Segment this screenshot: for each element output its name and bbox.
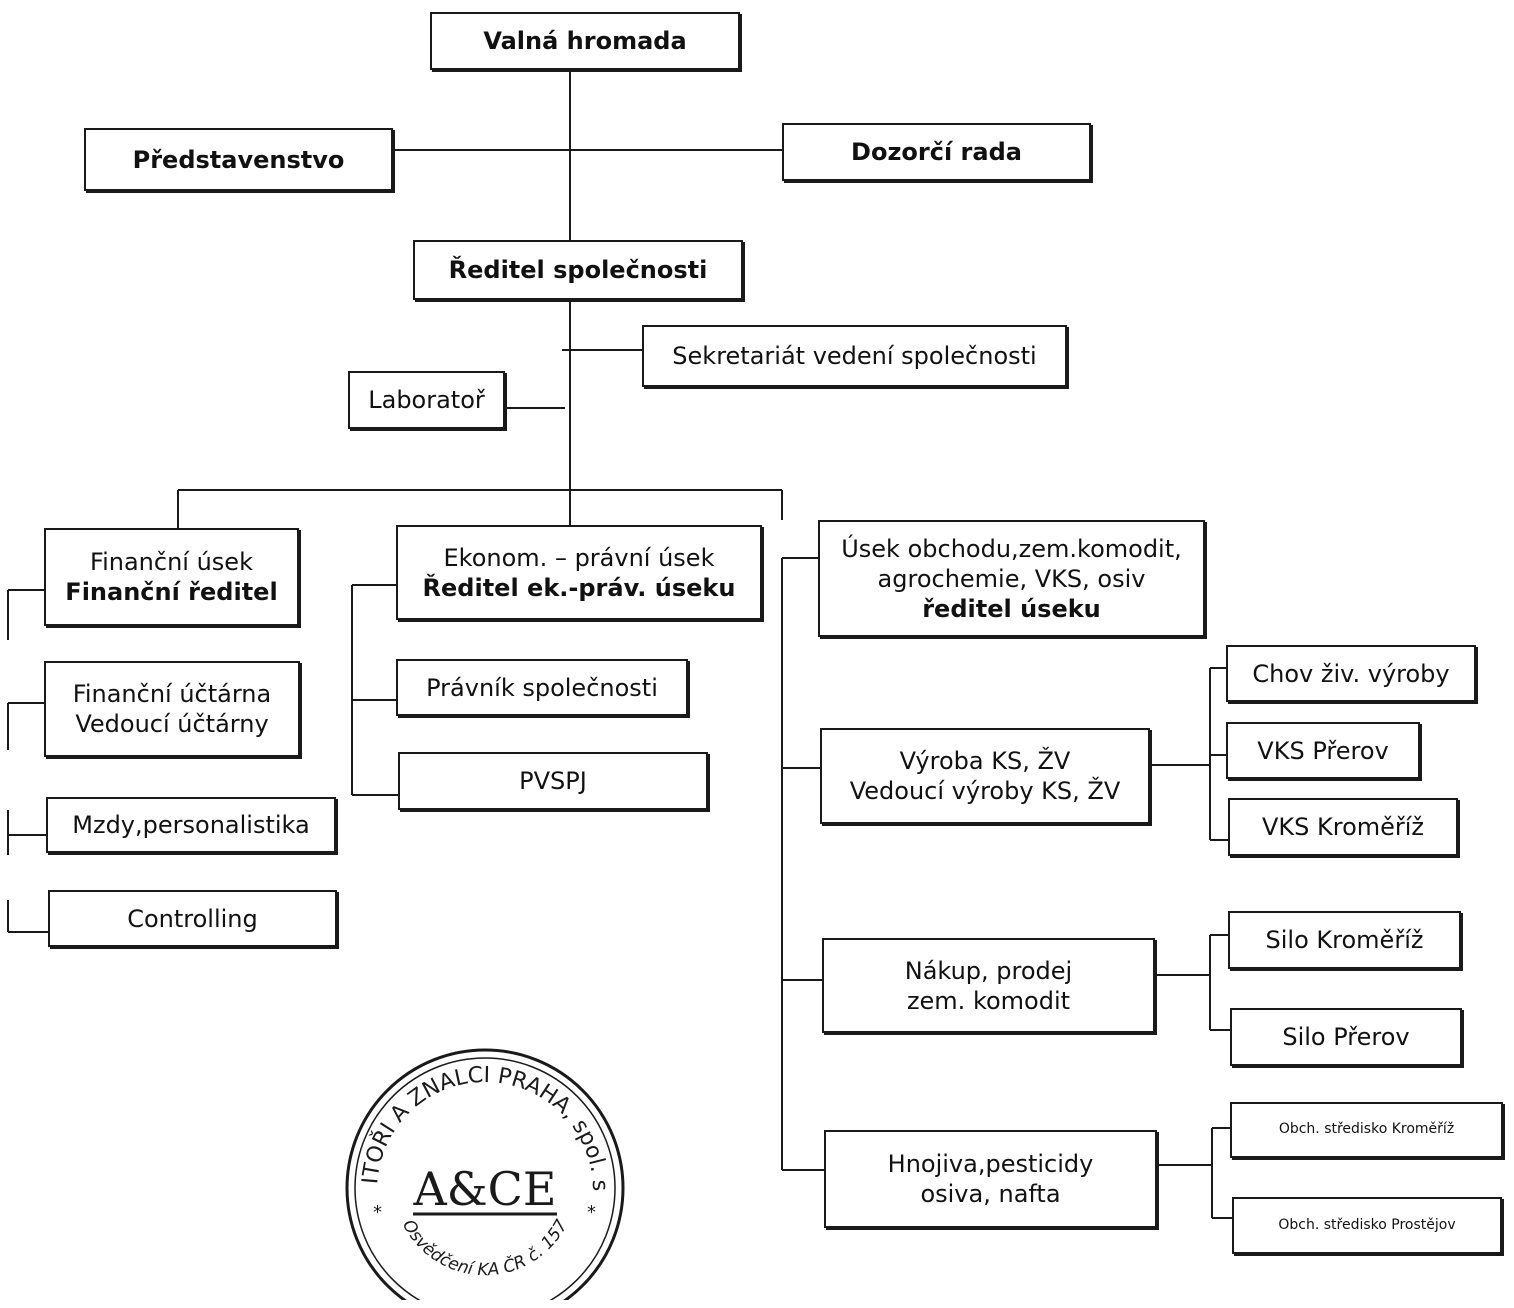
uctarna-line2: Vedoucí účtárny	[75, 710, 269, 738]
vyroba-box: Výroba KS, ŽV Vedoucí výroby KS, ŽV	[820, 728, 1150, 824]
hnojiva-line2: osiva, nafta	[920, 1180, 1061, 1208]
silo-prerov-box: Silo Přerov	[1230, 1008, 1462, 1066]
valna-hromada-box: Valná hromada	[430, 12, 740, 70]
stamp-star-right: *	[587, 1202, 596, 1223]
obchod-usek-line3: ředitel úseku	[922, 594, 1101, 623]
mzdy-box: Mzdy,personalistika	[46, 797, 336, 853]
reditel-box: Ředitel společnosti	[413, 240, 743, 300]
uctarna-box: Finanční účtárna Vedoucí účtárny	[44, 661, 300, 757]
stamp-outer-ring	[345, 1048, 625, 1300]
financni-usek-box: Finanční úsek Finanční ředitel	[44, 528, 299, 626]
obch-prostejov-label: Obch. středisko Prostějov	[1278, 1216, 1456, 1233]
uctarna-line1: Finanční účtárna	[72, 680, 272, 708]
sekretariat-box: Sekretariát vedení společnosti	[642, 325, 1067, 387]
laborator-label: Laboratoř	[368, 386, 485, 414]
pvspj-box: PVSPJ	[398, 752, 708, 810]
pvspj-label: PVSPJ	[519, 767, 587, 795]
obch-prostejov-box: Obch. středisko Prostějov	[1232, 1197, 1502, 1254]
mzdy-label: Mzdy,personalistika	[72, 811, 310, 839]
vks-kromeriz-label: VKS Kroměříž	[1261, 813, 1425, 841]
reditel-label: Ředitel společnosti	[448, 256, 708, 284]
stamp-inner-ring	[354, 1057, 616, 1300]
pravnik-box: Právník společnosti	[396, 659, 688, 716]
dozorci-rada-box: Dozorčí rada	[782, 123, 1091, 181]
ekonom-usek-box: Ekonom. – právní úsek Ředitel ek.-práv. …	[396, 525, 762, 620]
sekretariat-label: Sekretariát vedení společnosti	[672, 342, 1037, 370]
vks-kromeriz-box: VKS Kroměříž	[1228, 798, 1458, 856]
stamp-center-logo: A&CE	[413, 1162, 557, 1216]
vyroba-line1: Výroba KS, ŽV	[899, 747, 1071, 775]
financni-usek-line2: Finanční ředitel	[65, 578, 278, 606]
silo-prerov-label: Silo Přerov	[1282, 1023, 1410, 1051]
chov-label: Chov živ. výroby	[1252, 659, 1450, 688]
valna-hromada-label: Valná hromada	[483, 27, 687, 55]
predstavenstvo-label: Představenstvo	[132, 145, 345, 174]
controlling-label: Controlling	[127, 904, 258, 933]
vks-prerov-box: VKS Přerov	[1226, 722, 1420, 779]
silo-kromeriz-label: Silo Kroměříž	[1265, 926, 1424, 954]
stamp-star-left: *	[373, 1202, 382, 1223]
auditor-stamp: AUDITOŘI A ZNALCI PRAHA, spol. s r.o. Os…	[335, 1040, 625, 1300]
vyroba-line2: Vedoucí výroby KS, ŽV	[849, 777, 1121, 805]
obchod-usek-line2: agrochemie, VKS, osiv	[877, 564, 1146, 593]
nakup-box: Nákup, prodej zem. komodit	[822, 938, 1155, 1033]
ekonom-usek-line1: Ekonom. – právní úsek	[443, 543, 715, 572]
dozorci-rada-label: Dozorčí rada	[851, 138, 1022, 166]
hnojiva-line1: Hnojiva,pesticidy	[887, 1150, 1094, 1178]
vks-prerov-label: VKS Přerov	[1257, 736, 1389, 765]
controlling-box: Controlling	[48, 890, 337, 947]
laborator-box: Laboratoř	[348, 371, 505, 429]
nakup-line1: Nákup, prodej	[904, 956, 1073, 985]
stamp-bottom-text: Osvědčení KA ČR č. 157	[398, 1216, 572, 1280]
obch-kromeriz-box: Obch. středisko Kroměříž	[1230, 1102, 1503, 1158]
obchod-usek-box: Úsek obchodu,zem.komodit, agrochemie, VK…	[818, 520, 1205, 637]
financni-usek-line1: Finanční úsek	[90, 548, 253, 576]
pravnik-label: Právník společnosti	[426, 673, 658, 702]
chov-box: Chov živ. výroby	[1226, 645, 1476, 702]
obchod-usek-line1: Úsek obchodu,zem.komodit,	[841, 534, 1182, 563]
predstavenstvo-box: Představenstvo	[84, 128, 393, 191]
silo-kromeriz-box: Silo Kroměříž	[1228, 911, 1461, 969]
nakup-line2: zem. komodit	[906, 986, 1071, 1015]
hnojiva-box: Hnojiva,pesticidy osiva, nafta	[824, 1130, 1157, 1228]
obch-kromeriz-label: Obch. středisko Kroměříž	[1278, 1121, 1455, 1138]
ekonom-usek-line2: Ředitel ek.-práv. úseku	[422, 573, 736, 602]
